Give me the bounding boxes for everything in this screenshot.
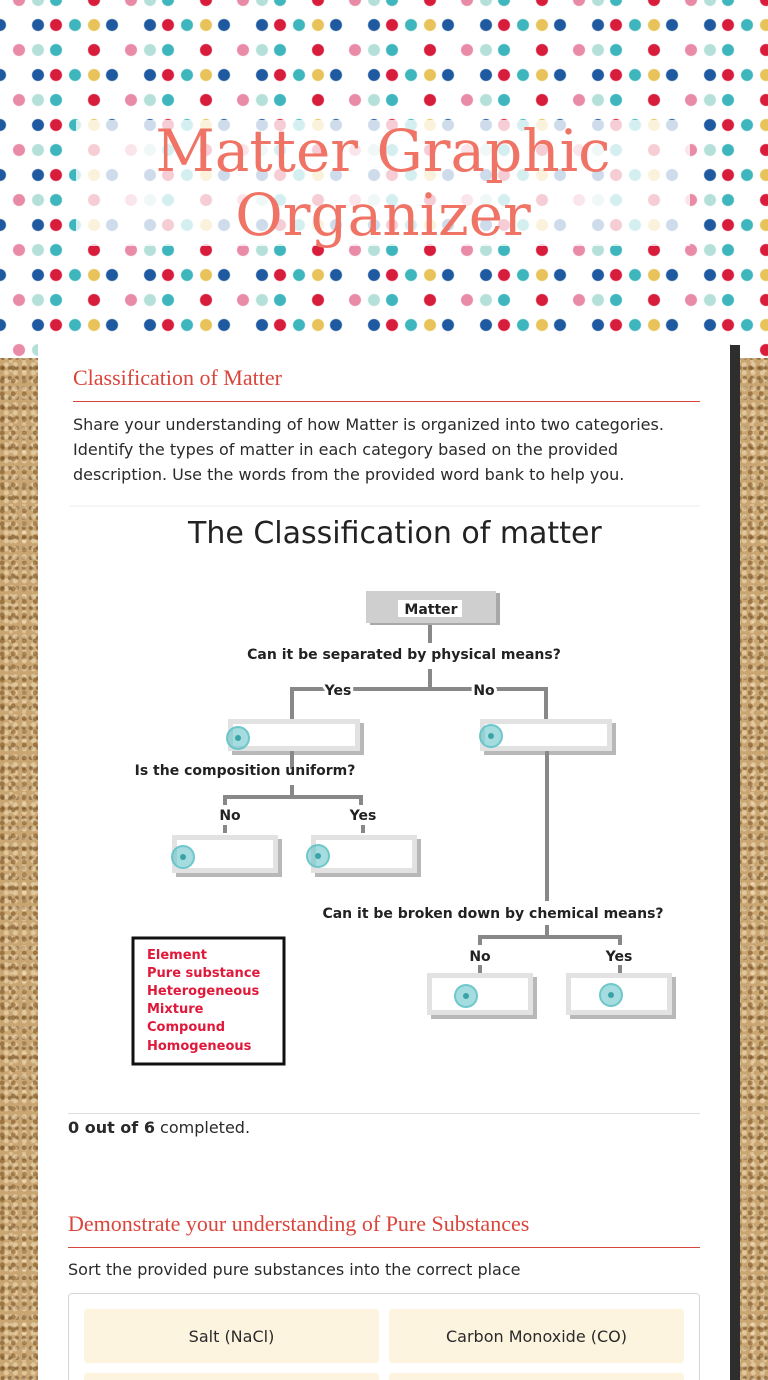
section-divider xyxy=(73,401,700,402)
section-heading-pure-substances: Demonstrate your understanding of Pure S… xyxy=(68,1211,530,1236)
hotspot-homogeneous-slot[interactable] xyxy=(306,844,330,868)
draggable-item-slot-3[interactable] xyxy=(84,1373,379,1380)
branch-no-label: No xyxy=(473,683,495,699)
chemical-no-label: No xyxy=(469,949,491,965)
draggable-item-salt[interactable]: Salt (NaCl) xyxy=(84,1309,379,1363)
branch-yes-label: Yes xyxy=(324,683,352,699)
section-instructions: Share your understanding of how Matter i… xyxy=(73,415,664,484)
hotspot-mixture-slot[interactable] xyxy=(226,726,250,750)
card-shadow xyxy=(730,345,740,1380)
section-divider-2 xyxy=(68,1247,700,1248)
sort-instructions: Sort the provided pure substances into t… xyxy=(68,1260,521,1279)
hotspot-pure-substance-slot[interactable] xyxy=(479,724,503,748)
title-box: Matter Graphic Organizer xyxy=(76,117,690,249)
progress-suffix: completed. xyxy=(154,1118,251,1137)
question-chemical: Can it be broken down by chemical means? xyxy=(322,906,663,922)
question-physical: Can it be separated by physical means? xyxy=(247,647,561,663)
diagram-title: The Classification of matter xyxy=(187,516,602,551)
sort-item-pool: Salt (NaCl) Carbon Monoxide (CO) xyxy=(68,1293,700,1380)
page-title: Matter Graphic Organizer xyxy=(155,117,611,249)
word-bank-heterogeneous: Heterogeneous xyxy=(147,984,259,999)
word-bank-box xyxy=(131,936,286,1066)
word-bank-list: Element Pure substance Heterogeneous Mix… xyxy=(147,948,261,1054)
uniform-no-label: No xyxy=(219,808,241,824)
word-bank-element: Element xyxy=(147,948,207,963)
uniform-yes-label: Yes xyxy=(349,808,377,824)
matter-label: Matter xyxy=(404,602,457,618)
question-uniform: Is the composition uniform? xyxy=(135,763,356,779)
progress-count: 0 out of 6 xyxy=(68,1118,155,1137)
word-bank-pure-substance: Pure substance xyxy=(147,966,261,981)
diagram-drawing: The Classification of matter Matter Can … xyxy=(70,505,700,1066)
hotspot-element-slot[interactable] xyxy=(454,984,478,1008)
progress-status: 0 out of 6 completed. xyxy=(68,1118,250,1137)
draggable-item-carbon-monoxide[interactable]: Carbon Monoxide (CO) xyxy=(389,1309,684,1363)
word-bank-mixture: Mixture xyxy=(147,1002,204,1017)
word-bank-homogeneous: Homogeneous xyxy=(147,1039,252,1054)
hotspot-heterogeneous-slot[interactable] xyxy=(171,845,195,869)
chemical-yes-label: Yes xyxy=(605,949,633,965)
section-heading-classification: Classification of Matter xyxy=(73,365,282,390)
word-bank-compound: Compound xyxy=(147,1020,225,1035)
draggable-item-slot-4[interactable] xyxy=(389,1373,684,1380)
hotspot-compound-slot[interactable] xyxy=(599,983,623,1007)
classification-diagram: The Classification of matter Matter Can … xyxy=(70,505,700,1095)
progress-divider xyxy=(68,1113,700,1114)
